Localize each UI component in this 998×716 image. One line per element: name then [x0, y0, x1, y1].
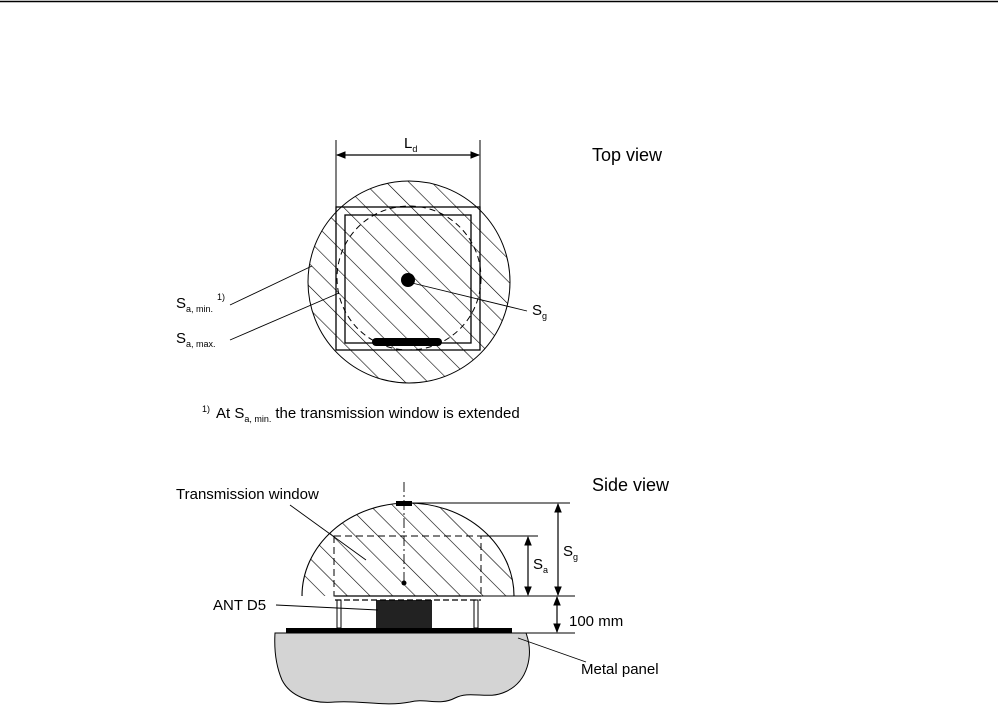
antenna-body	[376, 600, 432, 628]
transmission-window-label: Transmission window	[176, 486, 319, 503]
sg-side-label: Sg	[563, 543, 578, 562]
antenna-leader	[276, 605, 378, 610]
center-point	[401, 273, 415, 287]
sa-max-label: Sa, max.	[176, 330, 216, 349]
sa-min-leader	[230, 266, 312, 305]
distance-label: 100 mm	[569, 613, 623, 630]
antenna-label: ANT D5	[213, 597, 266, 614]
sg-label: Sg	[532, 302, 547, 321]
metal-panel-label: Metal panel	[581, 661, 659, 678]
ld-label: Ld	[404, 135, 417, 154]
top-view: Ld Top view Sa, min.1) Sa, max. Sg	[176, 135, 663, 383]
top-view-title: Top view	[592, 145, 663, 165]
metal-panel	[275, 633, 530, 704]
sa-min-label: Sa, min.1)	[176, 292, 225, 314]
sa-side-label: Sa	[533, 556, 548, 575]
side-view-title: Side view	[592, 475, 670, 495]
antenna-leg-left	[337, 600, 341, 628]
antenna-leg-right	[474, 600, 478, 628]
side-view: Side view Transmission window Sa Sg ANT …	[176, 475, 670, 704]
footnote: 1)At Sa, min.the transmission window is …	[202, 404, 520, 424]
center-dot	[402, 581, 407, 586]
dome-top-marker	[396, 501, 412, 506]
mounting-plate	[286, 628, 512, 633]
